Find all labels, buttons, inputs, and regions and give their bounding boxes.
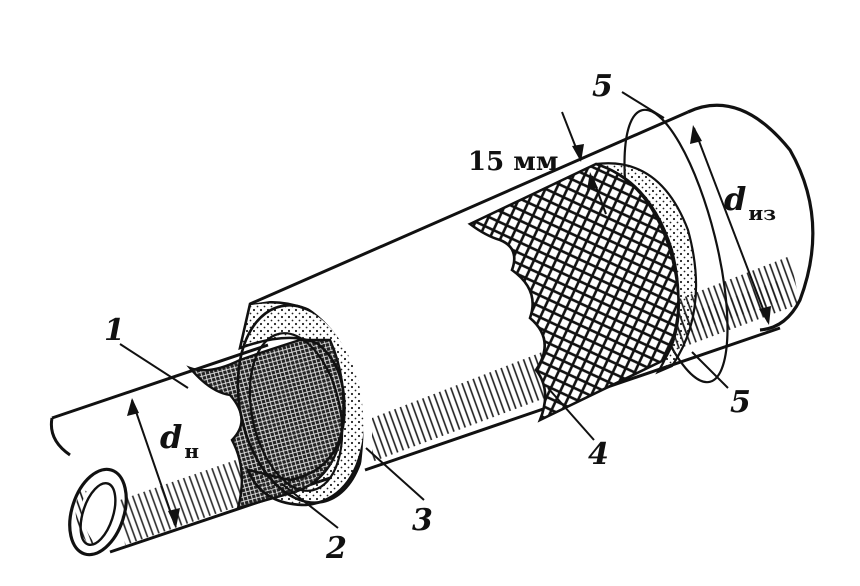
label-insulation: 3 — [412, 503, 433, 538]
label-band-bottom: 5 — [730, 385, 751, 420]
leader-lines — [119, 91, 729, 529]
label-cover-top: 5 — [592, 69, 613, 104]
label-pipe: 1 — [104, 313, 125, 348]
label-thickness: 15 мм — [468, 147, 558, 177]
label-wrap-layer: 2 — [325, 531, 347, 566]
reinforcing-mesh — [467, 111, 771, 423]
label-mesh: 4 — [588, 437, 609, 472]
insulation-ring — [236, 300, 368, 507]
